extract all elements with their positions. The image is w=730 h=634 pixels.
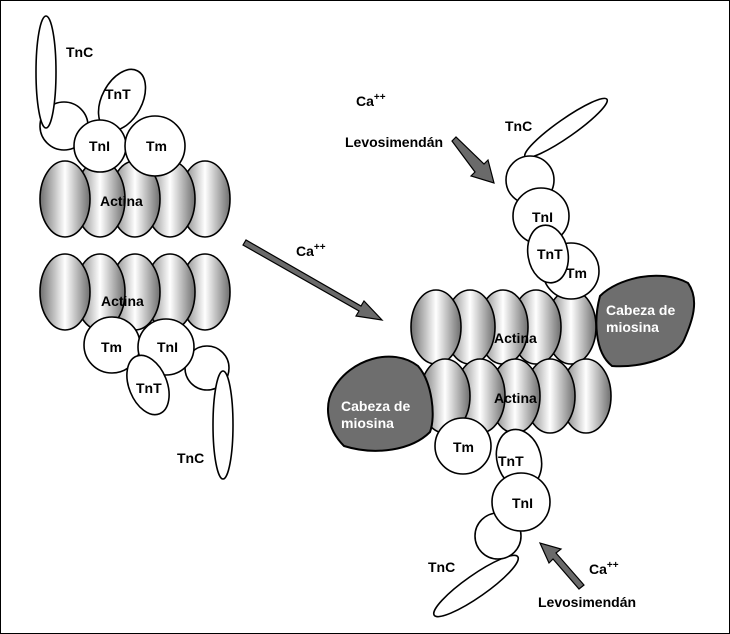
label-tnc-right-top: TnC (505, 118, 532, 134)
label-tm-right-bottom: Tm (453, 439, 474, 455)
label-tm-left-bottom: Tm (101, 339, 122, 355)
label-actina-left-top: Actina (100, 193, 143, 209)
label-tni-left-bottom: TnI (157, 339, 178, 355)
label-ca-right-top: Ca++ (356, 92, 386, 109)
label-ca-middle: Ca++ (296, 242, 326, 259)
label-levosimendan-top: Levosimendán (345, 134, 443, 150)
tnt-right-top (526, 224, 570, 284)
label-levosimendan-bottom: Levosimendán (538, 594, 636, 610)
label-tni-right-bottom: TnI (512, 495, 533, 511)
label-tnc-left-bottom: TnC (177, 450, 204, 466)
label-tnc-right-bottom: TnC (428, 559, 455, 575)
tm-right-bottom (434, 417, 492, 475)
label-tnt-left-bottom: TnT (136, 380, 162, 396)
levosimendan-arrow-top-icon (451, 136, 495, 184)
actin-filament-left-bottom (39, 253, 231, 331)
levosimendan-arrow-bottom-icon (538, 542, 585, 590)
label-tnt-left-top: TnT (105, 86, 131, 102)
right-complex: Ca++ Levosimendán TnC TnI TnT Tm Actina … (327, 92, 696, 618)
transition-arrow-icon (242, 239, 384, 321)
label-tm-right-top: Tm (566, 265, 587, 281)
label-tm-left-top: Tm (146, 138, 167, 154)
label-ca-right-bottom: Ca++ (589, 560, 619, 577)
tni-right-bottom (491, 472, 551, 532)
label-cabeza-right-1: Cabeza de (606, 302, 675, 318)
myosin-head-left (327, 355, 434, 452)
left-bottom-complex: Actina Tm TnI TnT TnC (39, 253, 234, 480)
label-tnt-right-bottom: TnT (498, 453, 524, 469)
label-cabeza-left-2: miosina (341, 415, 394, 431)
label-actina-right-upper: Actina (494, 330, 537, 346)
myosin-head-right (595, 274, 696, 368)
label-cabeza-left-1: Cabeza de (341, 398, 410, 414)
left-top-complex: TnC TnT TnI Tm Actina (35, 15, 231, 238)
label-tnc-left-top: TnC (66, 44, 93, 60)
label-tni-right-top: TnI (532, 209, 553, 225)
label-cabeza-right-2: miosina (606, 319, 659, 335)
tnc-stalk-right-bottom (432, 554, 520, 618)
label-actina-right-lower: Actina (494, 390, 537, 406)
tnt-left-bottom (126, 354, 170, 416)
tnc-stalk-left-top (35, 15, 57, 129)
actin-filament-left-top (39, 160, 231, 238)
label-tnt-right-top: TnT (537, 246, 563, 262)
label-tni-left-top: TnI (89, 138, 110, 154)
calcium-transition: Ca++ (242, 239, 384, 321)
label-actina-left-bottom: Actina (101, 293, 144, 309)
tnc-stalk-left-bottom (212, 370, 234, 480)
actin-filament-right-lower (419, 358, 612, 434)
tm-left-top (124, 115, 186, 177)
actin-filament-right-upper (410, 289, 597, 365)
